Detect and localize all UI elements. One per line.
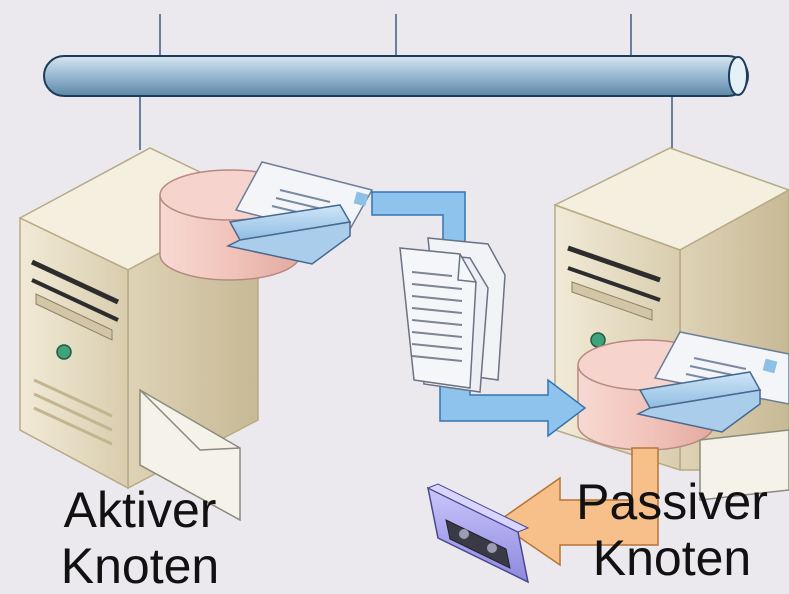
mail-tray-icon xyxy=(225,161,374,265)
active-node-label: Aktiver Knoten xyxy=(30,482,250,594)
passive-node-label: Passiver Knoten xyxy=(555,474,789,586)
passive-node-label-line1: Passiver xyxy=(576,474,768,530)
tape-cartridge-icon xyxy=(426,483,530,584)
backup-arrow-icon xyxy=(495,447,659,567)
active-node-label-line1: Aktiver xyxy=(63,482,217,538)
network-bus-icon xyxy=(43,14,749,150)
active-node-label-line2: Knoten xyxy=(60,538,220,594)
passive-node-label-line2: Knoten xyxy=(592,530,752,586)
document-stack-icon xyxy=(399,237,506,393)
envelope-icon xyxy=(139,388,241,522)
mail-tray-icon xyxy=(635,331,789,433)
envelope-icon xyxy=(699,429,789,501)
